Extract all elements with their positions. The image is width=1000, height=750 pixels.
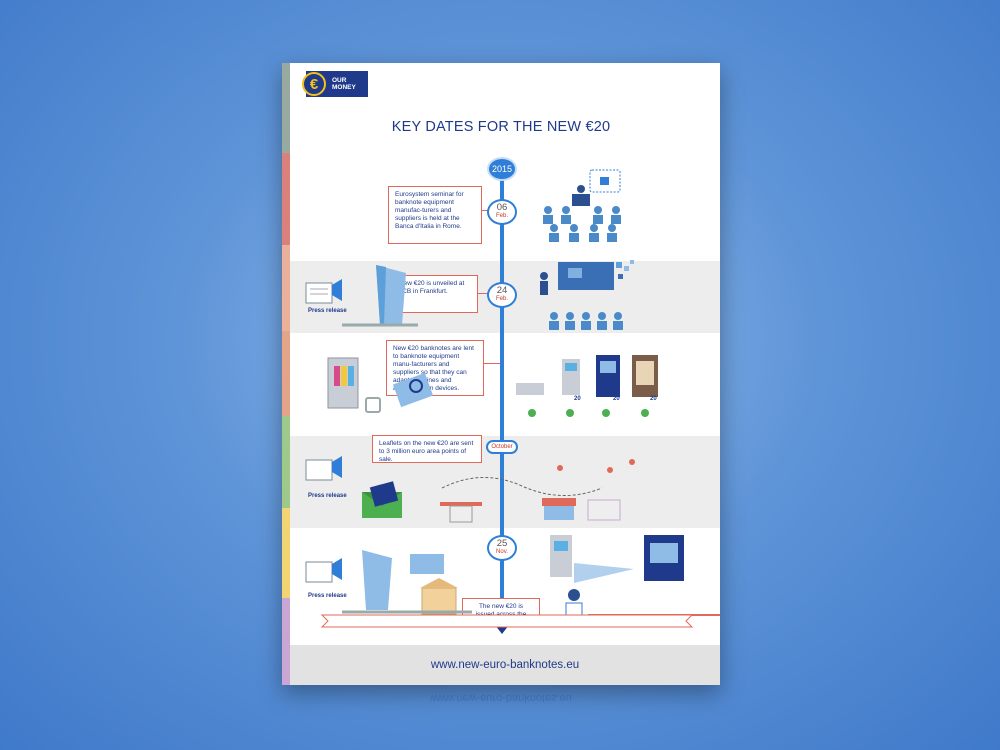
- year-marker: 2015: [487, 157, 517, 181]
- press-release-label-1: Press release: [308, 308, 347, 314]
- color-strip: [282, 63, 290, 685]
- page-title: KEY DATES FOR THE NEW €20: [391, 119, 611, 135]
- note-label-1: 20: [574, 396, 581, 402]
- event-text-2: The new €20 is unveiled at the ECB in Fr…: [380, 275, 478, 313]
- note-label-3: 20: [650, 396, 657, 402]
- event-text-4: Leaflets on the new €20 are sent to 3 mi…: [372, 435, 482, 463]
- our-money-logo: € OUR MONEY: [302, 71, 368, 97]
- timeline-arrow: [495, 625, 509, 634]
- press-release-label-2: Press release: [308, 493, 347, 499]
- leaflet-illustration: [305, 456, 402, 518]
- euro-icon: €: [302, 72, 326, 96]
- ribbon-banner: [320, 614, 694, 628]
- banknote-reveal-illustration: [540, 260, 634, 330]
- event-text-1: Eurosystem seminar for banknote equipmen…: [388, 186, 482, 244]
- printing-machine-illustration: [327, 357, 434, 413]
- footer-url: www.new-euro-banknotes.eu: [290, 645, 720, 685]
- issuance-bank-illustration: [305, 550, 472, 615]
- poster-reflection: www.new-euro-banknotes.eu: [430, 692, 572, 704]
- note-label-2: 20: [613, 396, 620, 402]
- poster: € OUR MONEY KEY DATES FOR THE NEW €20 20…: [282, 63, 720, 685]
- ecb-building-illustration: [305, 265, 418, 327]
- vending-machines-illustration: [516, 355, 658, 417]
- seminar-illustration: [543, 169, 621, 242]
- date-marker-october: October: [486, 440, 518, 454]
- press-release-label-3: Press release: [308, 593, 347, 599]
- timeline-axis: [500, 171, 504, 629]
- points-of-sale-illustration: [440, 459, 635, 523]
